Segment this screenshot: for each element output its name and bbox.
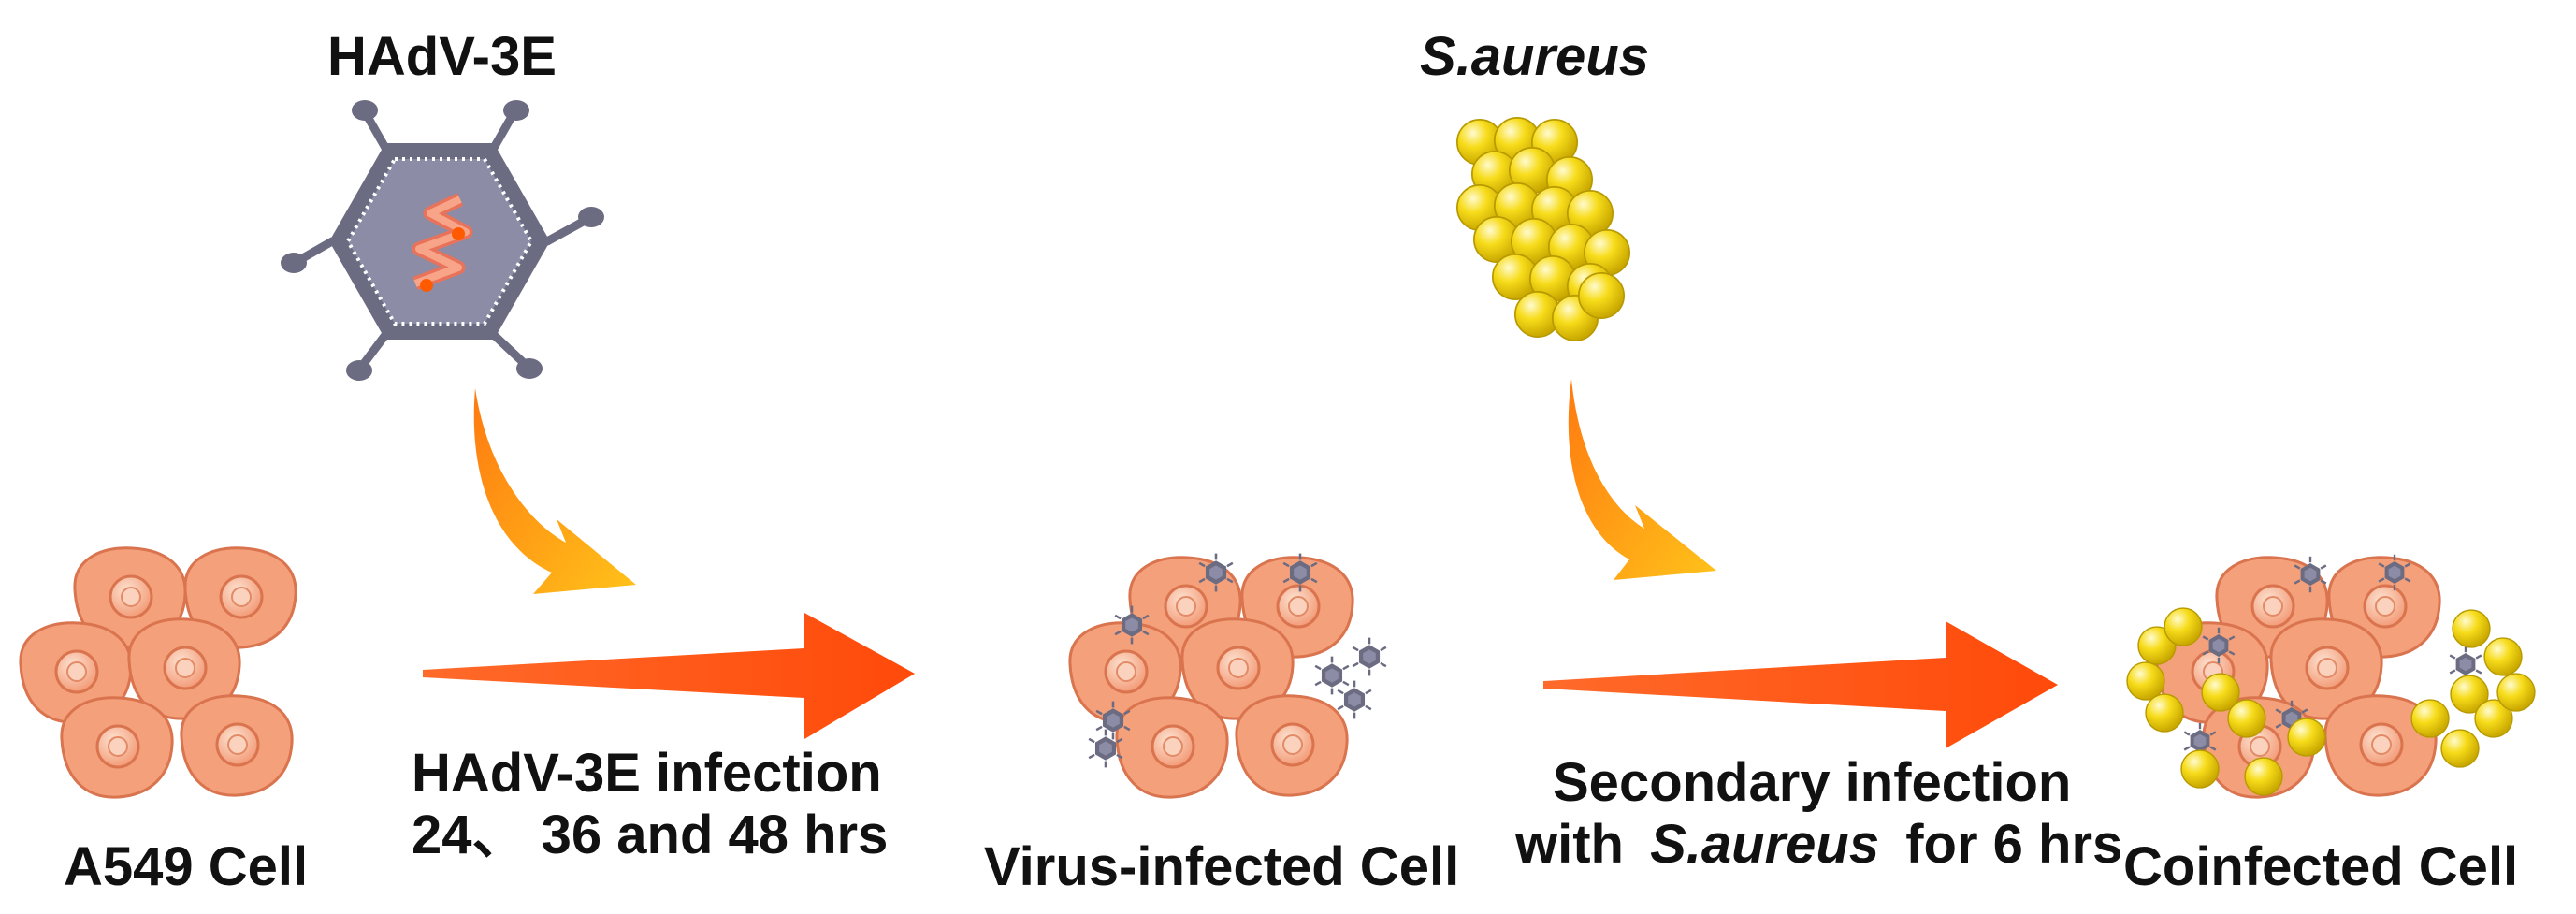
virus-title: HAdV-3E bbox=[327, 26, 557, 87]
secondary-infection-agent: S.aureus bbox=[1650, 814, 1880, 875]
cell-icon bbox=[60, 696, 174, 799]
secondary-infection-prefix: with bbox=[1515, 814, 1624, 875]
virus-icon bbox=[1313, 655, 1351, 696]
bacterium-icon bbox=[2126, 661, 2165, 701]
bacterium-icon bbox=[2145, 693, 2184, 733]
bacterium-icon bbox=[2483, 637, 2523, 676]
bacterium-icon bbox=[2410, 699, 2450, 738]
curved-arrow-virus-icon bbox=[473, 388, 636, 594]
cell-icon bbox=[180, 694, 294, 797]
bacterium-icon bbox=[1577, 271, 1626, 320]
cell-icon bbox=[1235, 694, 1349, 797]
bacterium-icon bbox=[2201, 673, 2240, 712]
step1-label: A549 Cell bbox=[64, 836, 309, 897]
secondary-infection-line2: with S.aureus for 6 hrs bbox=[1515, 818, 2122, 872]
bacterium-icon bbox=[2496, 673, 2536, 712]
bacterium-icon bbox=[2244, 757, 2283, 796]
virus-infection-line1: HAdV-3E infection bbox=[412, 743, 882, 804]
cell-icon bbox=[1115, 696, 1229, 799]
virus-icon bbox=[1351, 636, 1388, 677]
adenovirus-icon bbox=[281, 100, 604, 381]
coinfected-cells-icon bbox=[2126, 553, 2536, 799]
virus-infection-line2: 24、 36 and 48 hrs bbox=[412, 805, 889, 865]
curved-arrow-bacteria-icon bbox=[1568, 379, 1716, 580]
virus-icon bbox=[1336, 679, 1373, 720]
bacterium-icon bbox=[2164, 607, 2203, 646]
secondary-infection-suffix: for 6 hrs bbox=[1905, 814, 2123, 875]
a549-cells-icon bbox=[19, 546, 297, 799]
bacterium-icon bbox=[2287, 718, 2326, 757]
virus-infected-cells-icon bbox=[1068, 552, 1388, 799]
arrow-step1-to-step2-icon bbox=[423, 613, 915, 739]
staphylococcus-cluster-icon bbox=[1455, 116, 1631, 342]
bacterium-icon bbox=[2180, 749, 2220, 789]
step3-label: Coinfected Cell bbox=[2123, 836, 2519, 897]
arrow-step2-to-step3-icon bbox=[1543, 621, 2058, 748]
bacterium-icon bbox=[2440, 729, 2480, 768]
secondary-infection-line1: Secondary infection bbox=[1553, 752, 2072, 813]
bacterium-icon bbox=[2452, 609, 2491, 648]
bacteria-title: S.aureus bbox=[1420, 26, 1649, 87]
step2-label: Virus-infected Cell bbox=[984, 836, 1460, 897]
